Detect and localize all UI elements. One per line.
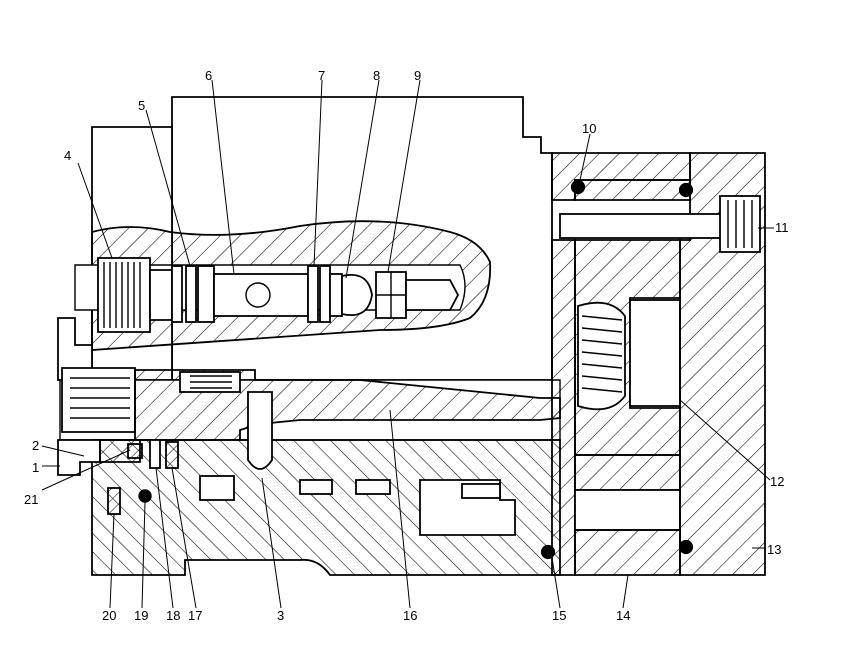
o-ring-15 <box>540 544 556 560</box>
callout-9: 9 <box>414 68 421 83</box>
shaft-seal <box>165 441 179 469</box>
callout-18: 18 <box>166 608 180 623</box>
end-cap <box>559 152 766 576</box>
star-rotor <box>629 299 681 407</box>
geroler-housing <box>574 239 681 576</box>
drain-passage <box>247 391 273 470</box>
callout-2: 2 <box>32 438 39 453</box>
callout-16: 16 <box>403 608 417 623</box>
valve-housing <box>91 96 553 381</box>
callout-12: 12 <box>770 474 784 489</box>
o-ring-cap-top <box>678 182 694 198</box>
callout-21: 21 <box>24 492 38 507</box>
o-ring-10 <box>570 179 586 195</box>
callout-7: 7 <box>318 68 325 83</box>
manifold-plate <box>540 152 691 576</box>
callout-15: 15 <box>552 608 566 623</box>
callout-5: 5 <box>138 98 145 113</box>
callout-6: 6 <box>205 68 212 83</box>
shaft-spline <box>70 377 130 419</box>
callout-11: 11 <box>775 220 789 235</box>
bolt-head-knurl <box>727 200 753 248</box>
spool-orifice <box>245 282 271 308</box>
callout-20: 20 <box>102 608 116 623</box>
o-ring-19 <box>138 489 152 503</box>
callout-4: 4 <box>64 148 71 163</box>
valve-spool <box>97 257 460 333</box>
retainer-ring <box>149 439 161 469</box>
callout-labels: 4 5 6 7 8 9 10 11 12 13 14 15 16 3 17 18… <box>24 68 789 623</box>
callout-8: 8 <box>373 68 380 83</box>
bolt-head <box>719 195 761 253</box>
leader-lines <box>41 79 774 609</box>
callout-3: 3 <box>277 608 284 623</box>
drive-shaft <box>59 367 561 441</box>
callout-17: 17 <box>188 608 202 623</box>
callout-19: 19 <box>134 608 148 623</box>
callout-14: 14 <box>616 608 630 623</box>
shaft-seal-assembly <box>57 439 179 515</box>
seal-ring <box>127 443 143 459</box>
callout-13: 13 <box>767 542 781 557</box>
cap-bolt <box>559 213 736 239</box>
o-ring-cap-bottom <box>678 539 694 555</box>
coil-spline <box>581 315 623 393</box>
callout-1: 1 <box>32 460 39 475</box>
callout-10: 10 <box>582 121 596 136</box>
seal-carrier <box>107 487 121 515</box>
spool-grooves <box>103 262 141 328</box>
lower-housing <box>91 391 561 576</box>
check-ball <box>341 274 373 316</box>
housing-left-end <box>57 317 93 381</box>
